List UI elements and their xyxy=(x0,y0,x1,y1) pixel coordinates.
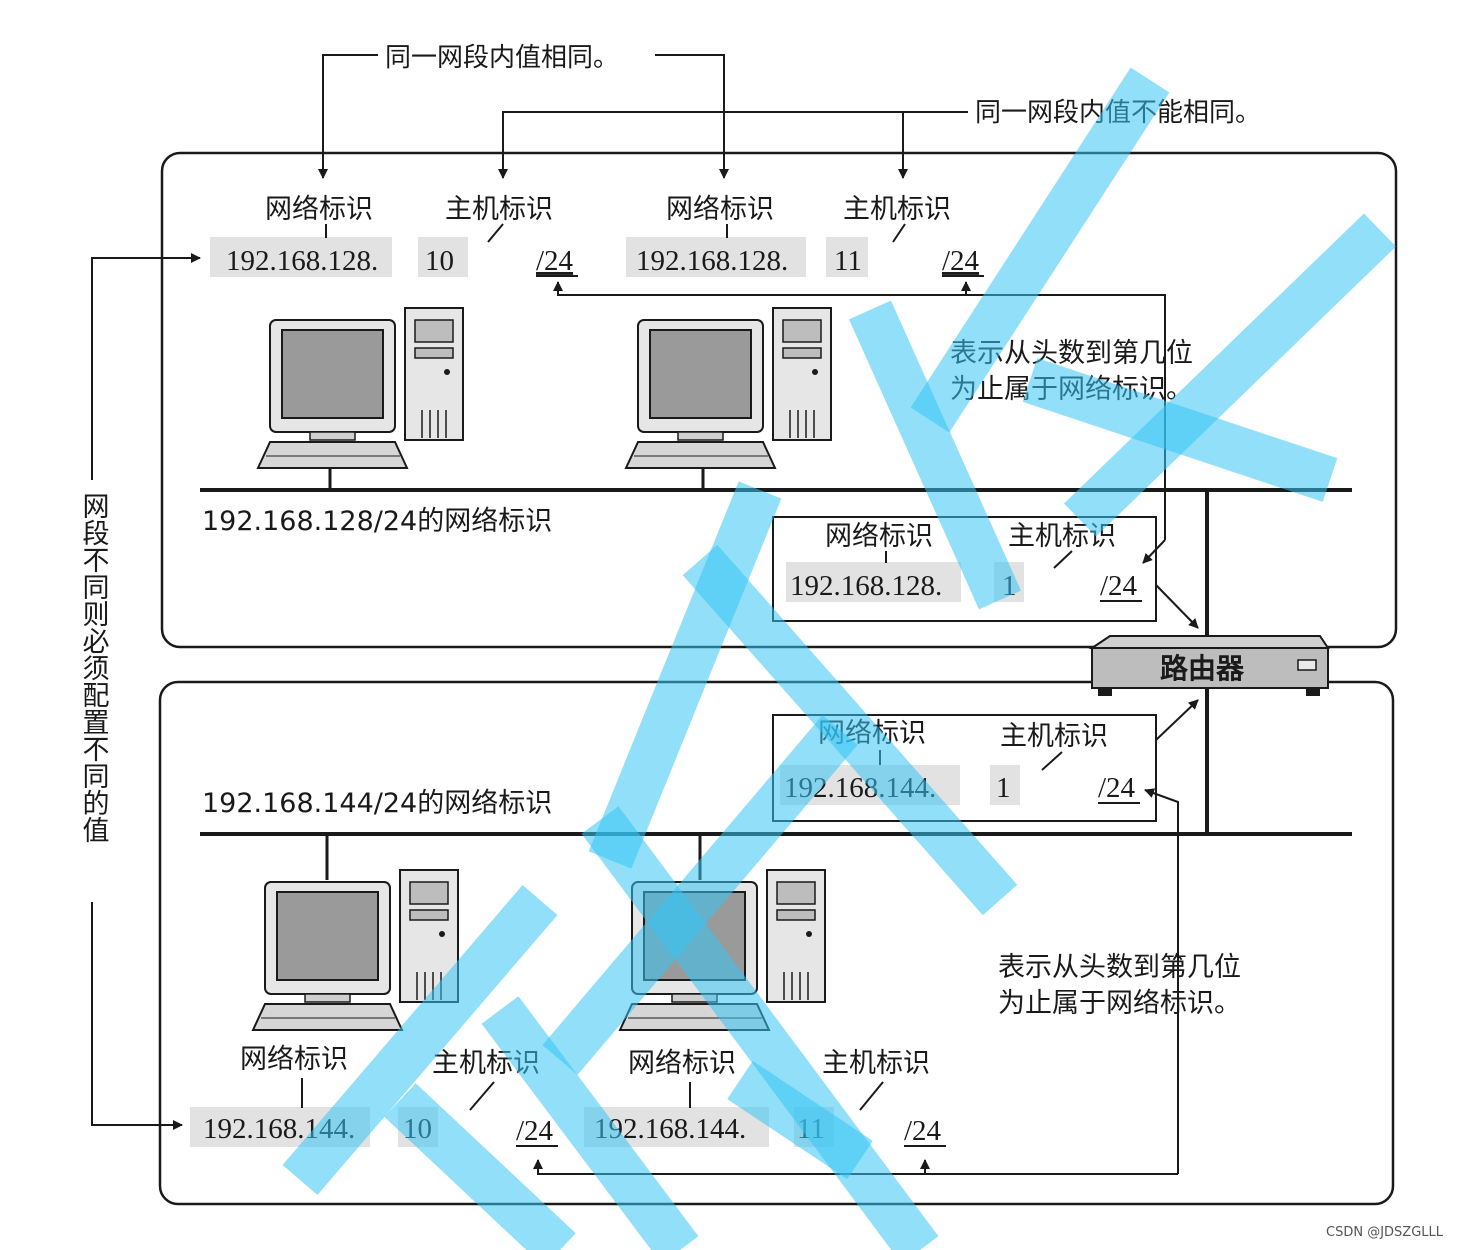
ip-host-part: 10 xyxy=(425,245,454,277)
prefix-length: /24 xyxy=(904,1115,942,1147)
ip-network-part: 192.168.128. xyxy=(636,245,788,277)
network-id-label: 网络标识 xyxy=(240,1044,348,1075)
prefix-note-line1: 表示从头数到第几位 xyxy=(998,952,1241,983)
segment-top-caption: 192.168.128/24的网络标识 xyxy=(202,506,552,537)
prefix-length: /24 xyxy=(942,245,980,277)
router-label: 路由器 xyxy=(1160,652,1245,685)
network-id-label: 网络标识 xyxy=(628,1048,736,1079)
host-id-label: 主机标识 xyxy=(822,1048,930,1079)
computer-icon-top-b xyxy=(625,307,832,469)
side-note: 网段不同则必须配置不同的值 xyxy=(78,492,110,843)
host-id-label: 主机标识 xyxy=(1000,721,1108,752)
network-id-label: 网络标识 xyxy=(666,194,774,225)
computer-icon-top-a xyxy=(257,307,464,469)
watermark-credit: CSDN @JDSZGLLL xyxy=(1326,1225,1443,1240)
network-id-label: 网络标识 xyxy=(825,521,933,552)
prefix-length: /24 xyxy=(1100,570,1138,602)
ip-network-part: 192.168.128. xyxy=(226,245,378,277)
same-value-note: 同一网段内值相同。 xyxy=(385,43,619,73)
network-id-label: 网络标识 xyxy=(265,194,373,225)
ip-host-part: 1 xyxy=(996,772,1011,804)
ip-network-part: 192.168.128. xyxy=(790,570,942,602)
watermark-overlay xyxy=(282,67,1396,1250)
segment-bottom-caption: 192.168.144/24的网络标识 xyxy=(202,788,552,819)
prefix-length: /24 xyxy=(516,1115,554,1147)
ip-host-part: 11 xyxy=(834,245,862,277)
prefix-note-line2: 为止属于网络标识。 xyxy=(998,988,1241,1019)
host-id-label: 主机标识 xyxy=(445,194,553,225)
segment-bottom-frame xyxy=(158,680,1395,1206)
prefix-length: /24 xyxy=(536,245,574,277)
router-icon xyxy=(1088,635,1330,696)
host-id-label: 主机标识 xyxy=(843,194,951,225)
prefix-length: /24 xyxy=(1098,772,1136,804)
